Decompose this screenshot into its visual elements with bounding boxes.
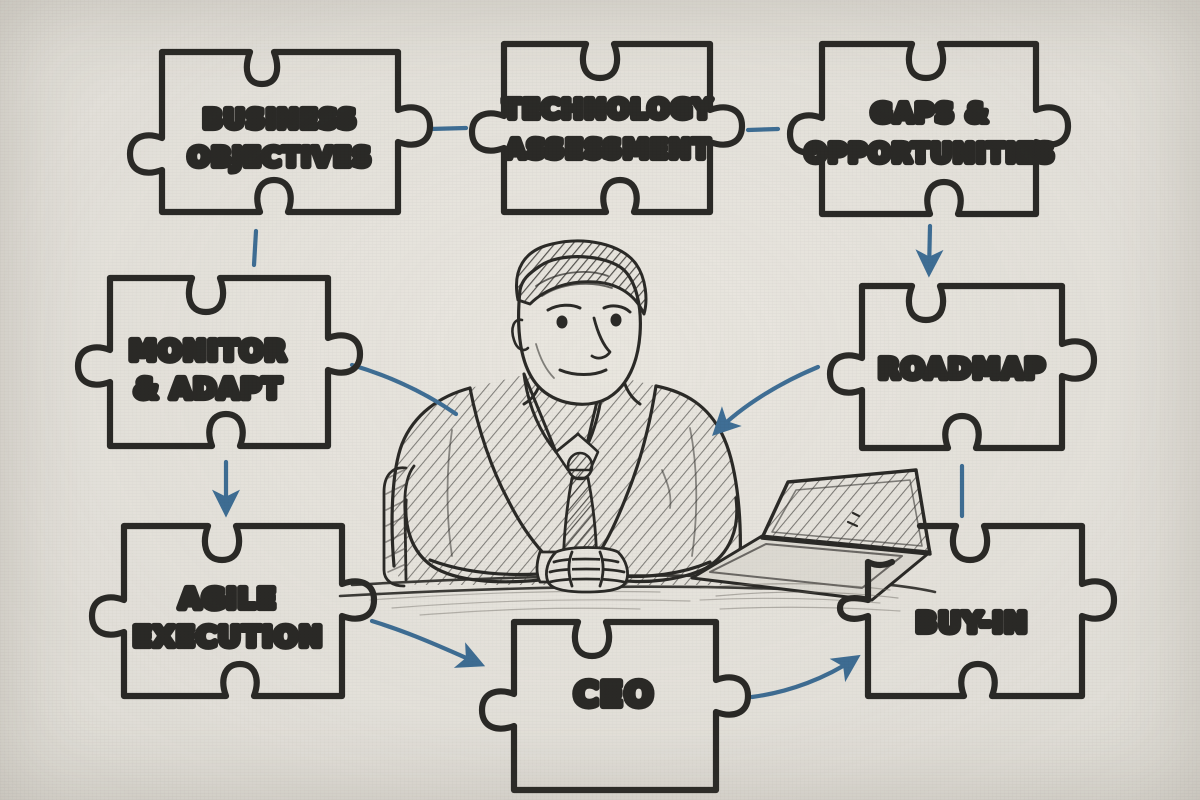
desk-shading	[369, 590, 901, 616]
label-ceo: CEO	[574, 675, 655, 715]
jacket-shading	[446, 427, 698, 557]
label-buy-in: BUY-IN	[916, 606, 1029, 639]
head	[511, 239, 648, 406]
label-agile-execution-line1: AGILE	[179, 582, 277, 615]
connector-business-to-monitor	[251, 228, 259, 268]
label-roadmap: ROADMAP	[878, 352, 1046, 385]
puzzle-piece-gaps-opportunities[interactable]: GAPS & OPPORTUNITIES	[786, 40, 1072, 218]
label-monitor-adapt-line1: MONITOR	[129, 334, 287, 367]
puzzle-piece-buy-in[interactable]: BUY-IN	[836, 522, 1118, 700]
label-business-objectives-line2: OBJECTIVES	[188, 143, 372, 173]
label-business-objectives-line1: BUSINESS	[203, 105, 358, 135]
label-gaps-opportunities-line1: GAPS &	[871, 99, 989, 129]
puzzle-piece-monitor-adapt[interactable]: MONITOR & ADAPT	[74, 274, 364, 450]
clasped-hands	[545, 546, 629, 594]
label-technology-assessment-line1: TECHNOLOGY	[503, 95, 713, 125]
puzzle-piece-technology-assessment[interactable]: TECHNOLOGY ASSESSMENT	[468, 40, 746, 216]
connector-gaps-to-roadmap	[915, 223, 944, 278]
connector-ceo-to-buyin	[749, 654, 861, 700]
puzzle-piece-agile-execution[interactable]: AGILE EXECUTION	[88, 522, 378, 700]
connector-roadmap-to-center	[712, 364, 821, 436]
label-agile-execution-line2: EXECUTION	[133, 620, 324, 653]
connector-monitor-to-center	[349, 362, 459, 417]
label-gaps-opportunities-line2: OPPORTUNITIES	[805, 139, 1056, 169]
puzzle-piece-roadmap[interactable]: ROADMAP	[826, 282, 1098, 452]
connector-technology-to-gaps	[745, 126, 781, 133]
label-monitor-adapt-line2: & ADAPT	[134, 372, 283, 405]
puzzle-piece-ceo[interactable]: CEO	[478, 618, 752, 794]
label-technology-assessment-line2: ASSESSMENT	[505, 135, 711, 165]
connector-business-to-technology	[427, 125, 469, 132]
puzzle-piece-business-objectives[interactable]: BUSINESS OBJECTIVES	[126, 48, 434, 216]
connector-agile-to-ceo	[369, 618, 486, 668]
